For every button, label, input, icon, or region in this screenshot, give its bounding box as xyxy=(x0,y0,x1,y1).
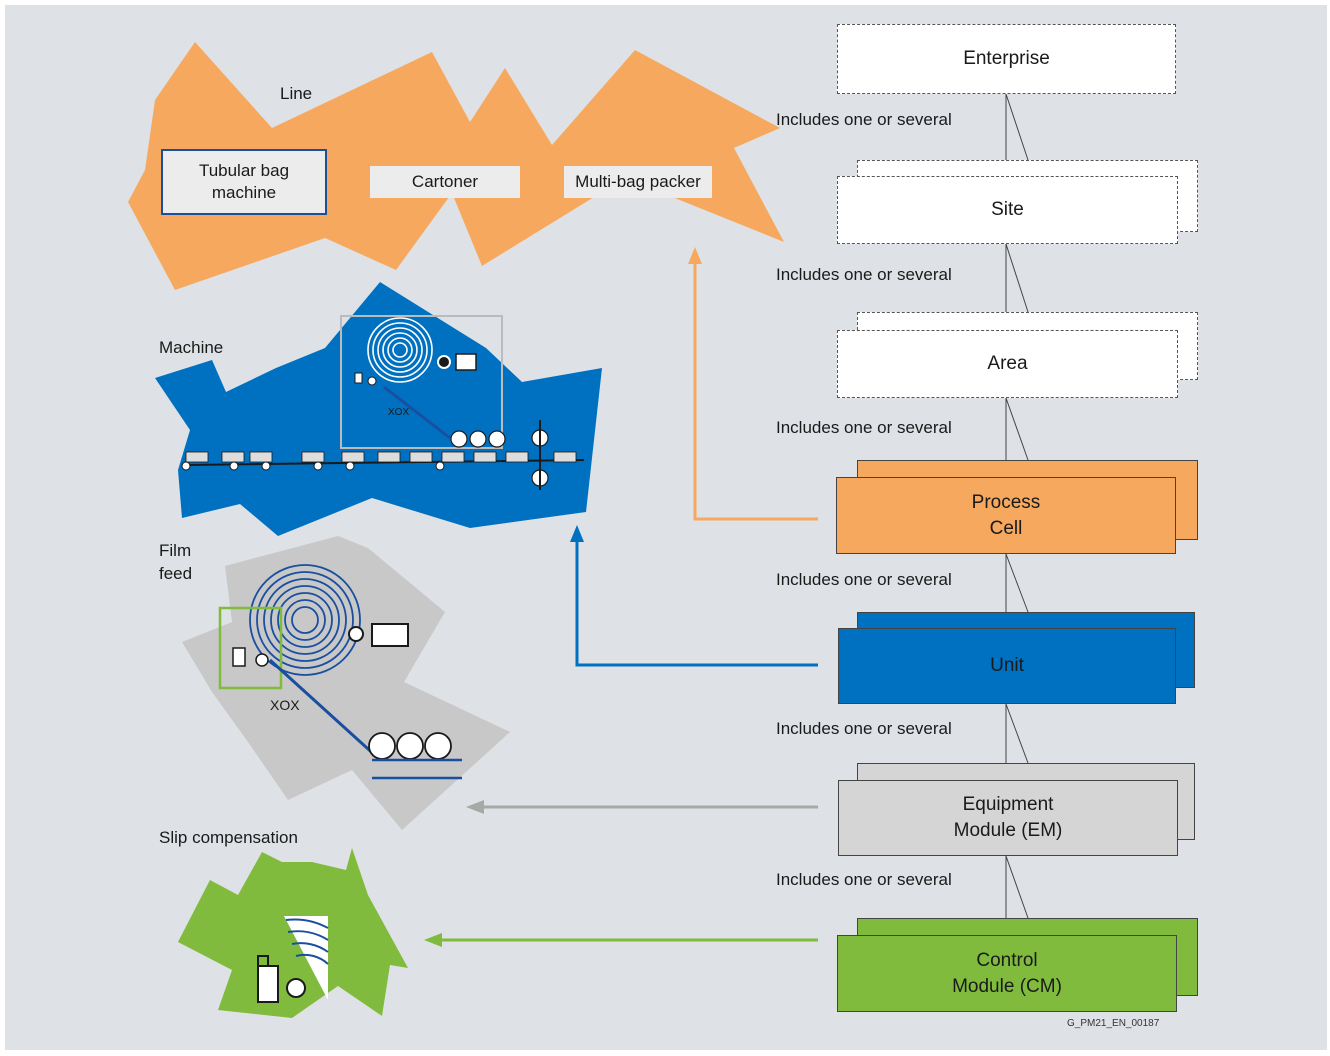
film-feed-label: Film feed xyxy=(159,541,193,583)
svg-text:XOX: XOX xyxy=(270,697,300,713)
relation-label-em-cm: Includes one or several xyxy=(776,870,952,889)
cartoner-box: Cartoner xyxy=(370,166,520,198)
hierarchy-area: Area xyxy=(837,330,1178,398)
slip-compensation-schematic xyxy=(257,916,329,1003)
machine-label: Machine xyxy=(159,338,224,357)
hierarchy-equipment-module: Equipment Module (EM) xyxy=(838,780,1178,856)
film-feed-schematic: XOX xyxy=(218,564,462,780)
hierarchy-enterprise: Enterprise xyxy=(837,24,1176,94)
arrow-unit-to-machine xyxy=(575,538,818,667)
figure-id: G_PM21_EN_00187 xyxy=(1067,1018,1160,1029)
film-feed-shape xyxy=(182,536,510,830)
relation-label-enterprise-site: Includes one or several xyxy=(776,110,952,129)
hierarchy-control-module: Control Module (CM) xyxy=(837,935,1177,1012)
machine-schematic: XOX xyxy=(181,315,585,490)
line-label: Line xyxy=(280,84,313,103)
relation-label-site-area: Includes one or several xyxy=(776,265,952,284)
relation-label-process-cell-unit: Includes one or several xyxy=(776,570,952,589)
arrow-process-cell-to-line xyxy=(693,260,818,521)
hierarchy-process-cell: Process Cell xyxy=(836,477,1176,554)
svg-text:XOX: XOX xyxy=(388,407,409,418)
hierarchy-arrows xyxy=(424,247,818,947)
machine-shape xyxy=(155,282,602,536)
hierarchy-site: Site xyxy=(837,176,1178,244)
relation-label-area-process-cell: Includes one or several xyxy=(776,418,952,437)
relation-label-unit-em: Includes one or several xyxy=(776,719,952,738)
multi-bag-packer-box: Multi-bag packer xyxy=(564,166,712,198)
hierarchy-unit: Unit xyxy=(838,628,1176,704)
slip-compensation-label: Slip compensation xyxy=(159,828,298,847)
tubular-bag-machine-box: Tubular bag machine xyxy=(161,149,327,215)
